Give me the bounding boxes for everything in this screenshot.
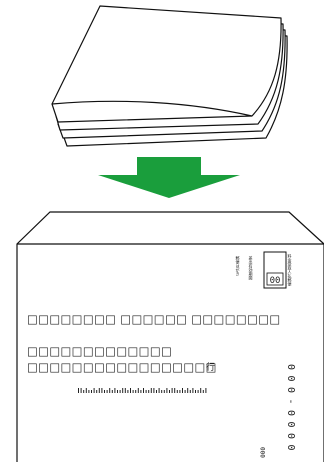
barcode-bar	[179, 390, 180, 393]
stamp-digits: 00	[270, 276, 281, 286]
barcode-bar	[104, 390, 105, 393]
barcode-bar	[133, 390, 134, 393]
barcode-bar	[195, 390, 196, 393]
barcode-bar	[190, 390, 191, 393]
barcode-bar	[96, 390, 97, 393]
barcode-bar	[81, 388, 82, 393]
barcode-bar	[192, 388, 193, 393]
barcode-bar	[88, 390, 89, 393]
envelope-icon	[17, 212, 324, 462]
barcode-bar	[130, 388, 131, 393]
barcode-bar	[107, 390, 108, 393]
barcode-bar	[161, 390, 162, 393]
small-number: 000	[259, 447, 266, 458]
barcode-bar	[122, 388, 123, 393]
stacked-papers-icon	[52, 6, 287, 146]
address-line-1: □□□□□□□□ □□□□□□ □□□□□□□□	[27, 312, 281, 326]
barcode-bar	[146, 390, 147, 393]
barcode-bar	[135, 390, 136, 393]
barcode-bar	[182, 388, 183, 393]
barcode-bar	[151, 388, 152, 393]
postal-code-digit: 0	[285, 433, 296, 439]
barcode-bar	[127, 390, 128, 393]
postal-code-digit: 0	[285, 410, 296, 416]
barcode-bar	[166, 388, 167, 393]
barcode-bar	[200, 388, 201, 393]
barcode-bar	[164, 390, 165, 393]
barcode-bar	[125, 388, 126, 393]
barcode-bar	[172, 388, 173, 393]
barcode-bar	[143, 388, 144, 393]
address-line-3: □□□□□□□□□□□□□□□□□	[27, 360, 217, 374]
barcode-bar	[198, 390, 199, 393]
postal-code-digit: -	[285, 398, 296, 404]
barcode-bar	[169, 390, 170, 393]
postal-code-digit: 0	[285, 387, 296, 393]
postal-code-digit: 0	[285, 375, 296, 381]
postal-code-digit: 0	[285, 421, 296, 427]
barcode-bar	[120, 390, 121, 393]
barcode-bar	[101, 388, 102, 393]
barcode-bar	[138, 388, 139, 393]
barcode-bar	[117, 390, 118, 393]
down-arrow-icon	[98, 157, 240, 198]
barcode-bar	[148, 390, 149, 393]
barcode-bar	[91, 390, 92, 393]
barcode-bar	[177, 390, 178, 393]
barcode-bar	[94, 388, 95, 393]
stamp-caption: 料金受取人払郵便	[288, 253, 293, 287]
barcode-bar	[99, 388, 100, 393]
barcode-bar	[78, 388, 79, 393]
paper-sheet-1	[52, 6, 281, 122]
barcode-bar	[185, 390, 186, 393]
permit-text: 郵便はがき	[236, 255, 241, 276]
barcode-bar	[86, 388, 87, 393]
barcode-bar	[205, 388, 206, 393]
stamp-text: 差出有効期間	[249, 255, 254, 281]
barcode-bar	[109, 388, 110, 393]
postal-code-digit: 0	[285, 364, 296, 370]
barcode-bar	[153, 388, 154, 393]
barcode-bar	[174, 388, 175, 393]
address-line-2: □□□□□□□□□□□□□	[27, 344, 172, 358]
address-suffix: 行	[206, 361, 215, 373]
barcode-bar	[187, 388, 188, 393]
barcode-bar	[156, 390, 157, 393]
barcode-bar	[203, 390, 204, 393]
barcode-bar	[159, 388, 160, 393]
barcode-bar	[114, 388, 115, 393]
postal-code-digit: 0	[285, 444, 296, 450]
barcode-bar	[140, 390, 141, 393]
barcode-bar	[83, 390, 84, 393]
barcode-bar	[112, 390, 113, 393]
